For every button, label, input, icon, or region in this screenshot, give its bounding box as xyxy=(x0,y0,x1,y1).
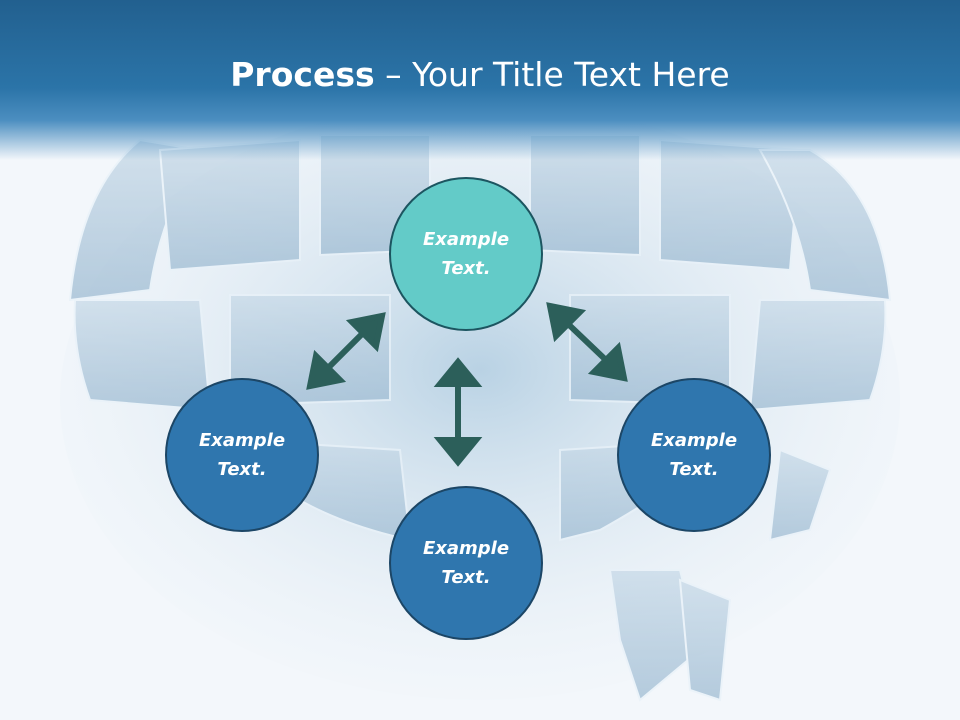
arrow-right-top-head-a xyxy=(546,302,587,343)
title-dash: – xyxy=(374,55,413,94)
connector-arrows xyxy=(306,302,628,467)
title-rest: Your Title Text Here xyxy=(412,55,730,94)
arrow-right-top xyxy=(563,319,611,365)
arrow-left-top xyxy=(323,327,369,373)
process-node-right: Example Text. xyxy=(617,378,771,532)
slide-title: Process – Your Title Text Here xyxy=(0,52,960,98)
process-node-left: Example Text. xyxy=(165,378,319,532)
node-top-text: Example Text. xyxy=(422,229,510,279)
arrow-center-vertical-head-b xyxy=(433,437,483,467)
title-bold: Process xyxy=(230,55,375,94)
process-node-top: Example Text. xyxy=(389,177,543,331)
node-right-text: Example Text. xyxy=(650,430,738,480)
arrow-right-top-head-b xyxy=(587,341,628,382)
arrow-left-top-head-b xyxy=(306,349,347,390)
title-banner xyxy=(0,0,960,160)
node-bottom-text: Example Text. xyxy=(422,538,510,588)
node-left-text: Example Text. xyxy=(198,430,286,480)
arrow-center-vertical-head-a xyxy=(433,357,483,387)
arrow-left-top-head-a xyxy=(345,312,386,353)
process-node-bottom: Example Text. xyxy=(389,486,543,640)
